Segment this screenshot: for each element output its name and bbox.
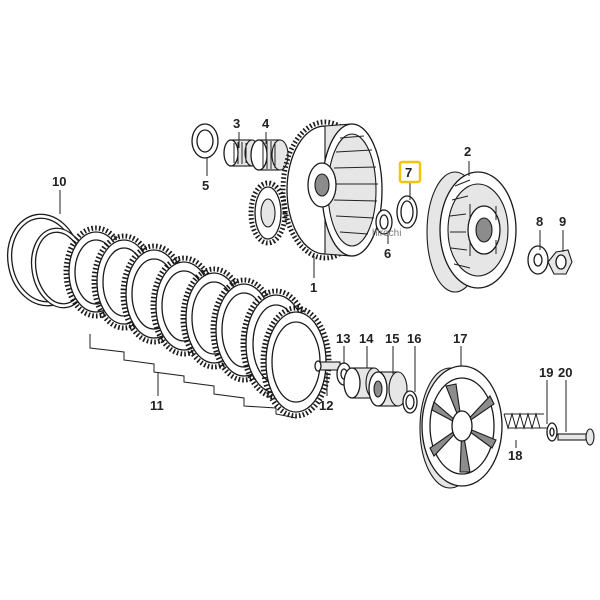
part-1-clutch-basket [248, 119, 383, 261]
part-7-circlip [396, 195, 418, 229]
callout-7: 7 [405, 165, 412, 180]
part-2-inner-hub [426, 171, 517, 293]
callout-20: 20 [558, 365, 572, 380]
part-18-spring [503, 412, 548, 430]
callout-3: 3 [233, 116, 240, 131]
callout-12: 12 [319, 398, 333, 413]
part-5-ring [191, 123, 219, 159]
callout-18: 18 [508, 448, 522, 463]
callout-9: 9 [559, 214, 566, 229]
callout-19: 19 [539, 365, 553, 380]
part-11-clutch-plates [63, 225, 332, 419]
part-4-bushing [250, 139, 289, 171]
callout-2: 2 [464, 144, 471, 159]
callout-17: 17 [453, 331, 467, 346]
part-19-washer [546, 422, 558, 442]
callout-13: 13 [336, 331, 350, 346]
callout-11: 11 [150, 398, 164, 413]
part-9-nut [547, 249, 573, 275]
part-12-pushrod [314, 360, 341, 372]
callout-10: 10 [52, 174, 66, 189]
callout-8: 8 [536, 214, 543, 229]
part-16-circlip [402, 390, 418, 414]
callout-16: 16 [407, 331, 421, 346]
part-6-thrust-washer [375, 209, 393, 235]
callout-14: 14 [359, 331, 374, 346]
callout-1: 1 [310, 280, 317, 295]
callout-6: 6 [384, 246, 391, 261]
callout-4: 4 [262, 116, 270, 131]
watermark: hirochi [372, 228, 401, 239]
part-17-pressure-plate [419, 365, 503, 489]
part-8-lock-washer [527, 245, 549, 275]
part-20-bolt [557, 428, 595, 446]
callout-7-highlight [398, 160, 422, 184]
callout-labels: 3 4 5 1 6 7 2 8 9 10 11 12 13 14 15 16 1… [52, 116, 572, 463]
part-15-ball-bearing [368, 371, 408, 407]
callout-15: 15 [385, 331, 399, 346]
callout-5: 5 [202, 178, 209, 193]
leader-lines [59, 132, 567, 448]
